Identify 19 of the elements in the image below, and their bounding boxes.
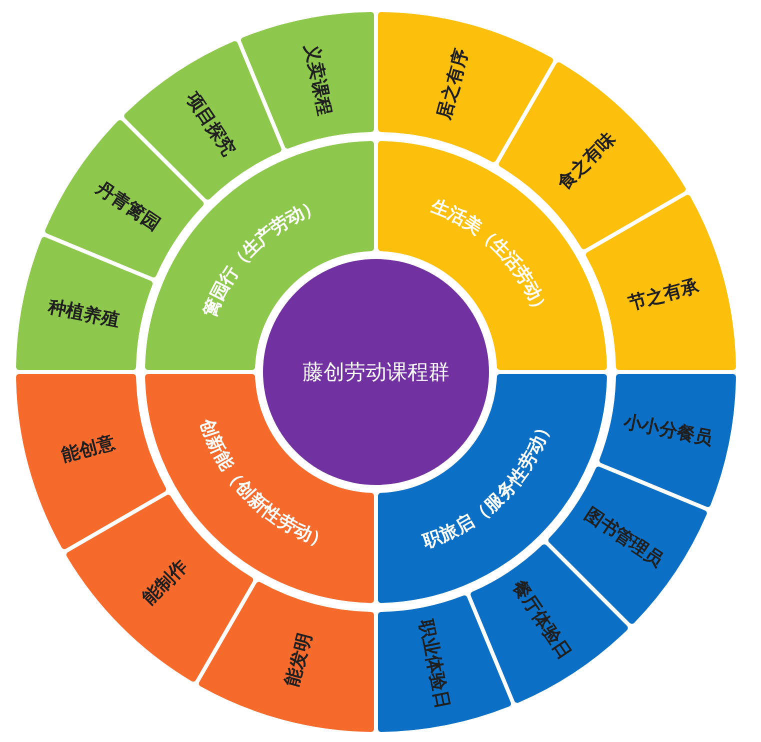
segment-label: 丹青篱园 [92,178,164,236]
segment-label: 创新能（创新性劳动） [196,416,332,552]
segment-label: 种植养殖 [46,296,122,332]
segment-label: 义卖课程 [300,42,336,118]
segment-label: 能发明 [282,631,316,689]
segment-label: 能制作 [138,556,192,610]
segment-label: 小小分餐员 [622,411,714,450]
segment-label: 居之有序 [434,46,473,122]
segment-label: 食之有味 [554,128,620,194]
segment-label: 职业体验日 [415,618,454,710]
segment-label: 能创意 [59,432,117,466]
segment-label: 篱园行（生产劳动） [199,195,324,320]
segment-label: 生活美（生活劳动） [428,195,553,320]
center-label: 藤创劳动课程群 [302,360,450,384]
segment-label: 图书管理员 [580,504,668,572]
segment-label: 职旅启（服务性劳动） [420,416,556,552]
segment-label: 节之有承 [626,275,702,314]
segment-label: 项目探究 [182,88,240,160]
segment-label: 餐厅体验日 [508,576,576,664]
